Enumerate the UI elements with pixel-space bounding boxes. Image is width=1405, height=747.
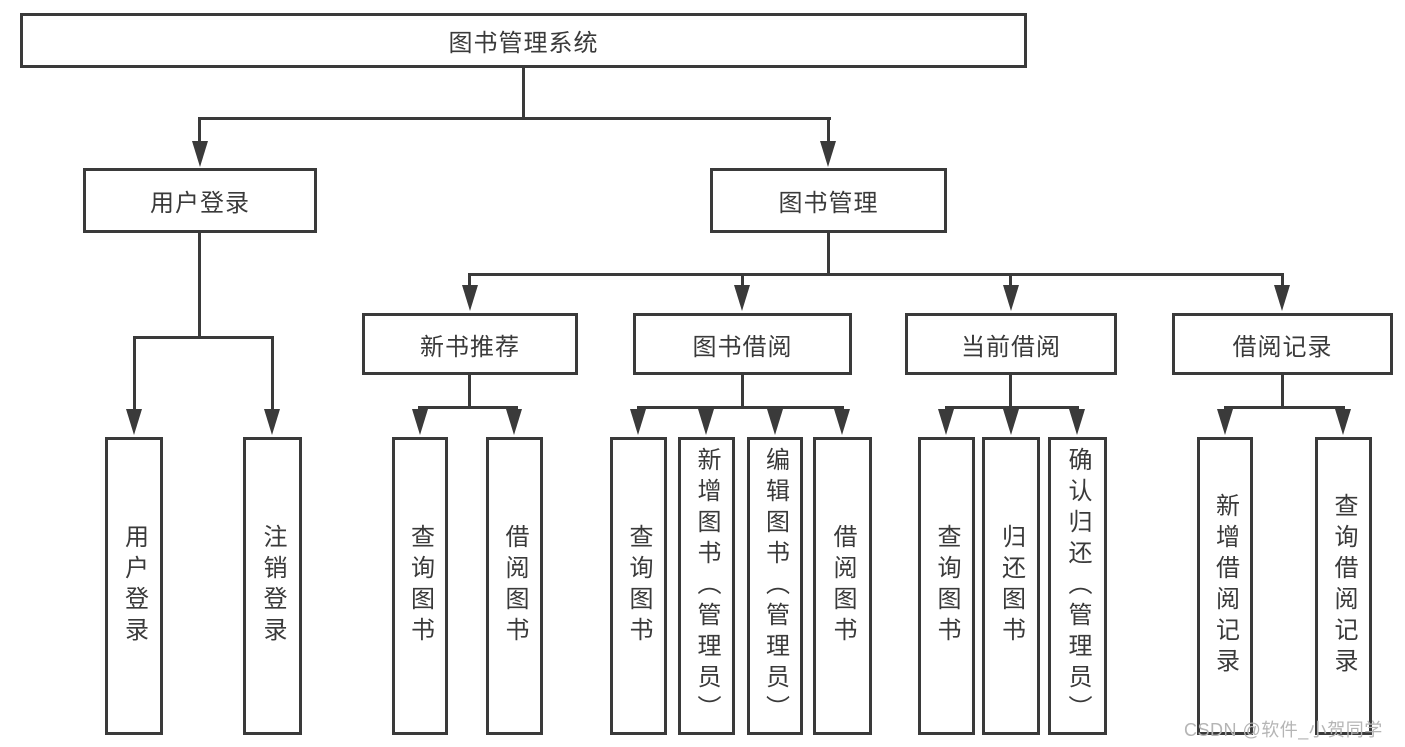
node-user-login: 用户登录 — [83, 168, 317, 233]
connector-line — [418, 406, 518, 409]
connector-line — [133, 336, 136, 411]
connector-line — [1281, 273, 1284, 288]
arrowhead-down-icon — [734, 285, 750, 311]
connector-line — [1009, 273, 1012, 288]
leaf-confirm-return-admin: 确认归还（管理员） — [1048, 437, 1107, 735]
connector-line — [468, 273, 471, 288]
connector-line — [945, 406, 1079, 409]
connector-line — [198, 117, 831, 120]
connector-line — [1009, 375, 1012, 408]
arrowhead-down-icon — [938, 409, 954, 435]
arrowhead-down-icon — [462, 285, 478, 311]
connector-line — [637, 406, 844, 409]
leaf-query-books-recommend: 查询图书 — [392, 437, 448, 735]
arrowhead-down-icon — [1069, 409, 1085, 435]
connector-line — [133, 336, 274, 339]
connector-line — [271, 336, 274, 411]
connector-line — [1281, 375, 1284, 408]
connector-line — [522, 68, 525, 118]
node-current-borrowing: 当前借阅 — [905, 313, 1117, 375]
arrowhead-down-icon — [1003, 285, 1019, 311]
connector-line — [741, 273, 744, 288]
leaf-query-borrow-record: 查询借阅记录 — [1315, 437, 1372, 735]
node-new-book-recommend: 新书推荐 — [362, 313, 578, 375]
connector-line — [827, 233, 830, 275]
node-book-borrowing: 图书借阅 — [633, 313, 852, 375]
connector-line — [198, 233, 201, 337]
arrowhead-down-icon — [767, 409, 783, 435]
arrowhead-down-icon — [1274, 285, 1290, 311]
arrowhead-down-icon — [1335, 409, 1351, 435]
connector-line — [468, 375, 471, 408]
leaf-edit-book-admin: 编辑图书（管理员） — [747, 437, 803, 735]
node-borrowing-records: 借阅记录 — [1172, 313, 1393, 375]
arrowhead-down-icon — [126, 409, 142, 435]
arrowhead-down-icon — [834, 409, 850, 435]
leaf-query-books-current: 查询图书 — [918, 437, 975, 735]
arrowhead-down-icon — [1003, 409, 1019, 435]
connector-line — [741, 375, 744, 408]
arrowhead-down-icon — [412, 409, 428, 435]
arrowhead-down-icon — [506, 409, 522, 435]
arrowhead-down-icon — [820, 141, 836, 167]
node-book-management: 图书管理 — [710, 168, 947, 233]
leaf-add-book-admin: 新增图书（管理员） — [678, 437, 735, 735]
connector-line — [198, 117, 201, 144]
arrowhead-down-icon — [192, 141, 208, 167]
arrowhead-down-icon — [630, 409, 646, 435]
node-root-library-system: 图书管理系统 — [20, 13, 1027, 68]
leaf-user-login: 用户登录 — [105, 437, 163, 735]
connector-line — [1224, 406, 1345, 409]
leaf-borrow-books: 借阅图书 — [813, 437, 872, 735]
leaf-logout: 注销登录 — [243, 437, 302, 735]
connector-line — [827, 117, 830, 144]
leaf-add-borrow-record: 新增借阅记录 — [1197, 437, 1253, 735]
arrowhead-down-icon — [264, 409, 280, 435]
arrowhead-down-icon — [698, 409, 714, 435]
connector-line — [468, 273, 1284, 276]
leaf-return-book: 归还图书 — [982, 437, 1040, 735]
leaf-borrow-books-recommend: 借阅图书 — [486, 437, 543, 735]
arrowhead-down-icon — [1217, 409, 1233, 435]
csdn-watermark: CSDN @软件_小贺同学 — [1184, 720, 1383, 740]
leaf-query-books-borrowing: 查询图书 — [610, 437, 667, 735]
